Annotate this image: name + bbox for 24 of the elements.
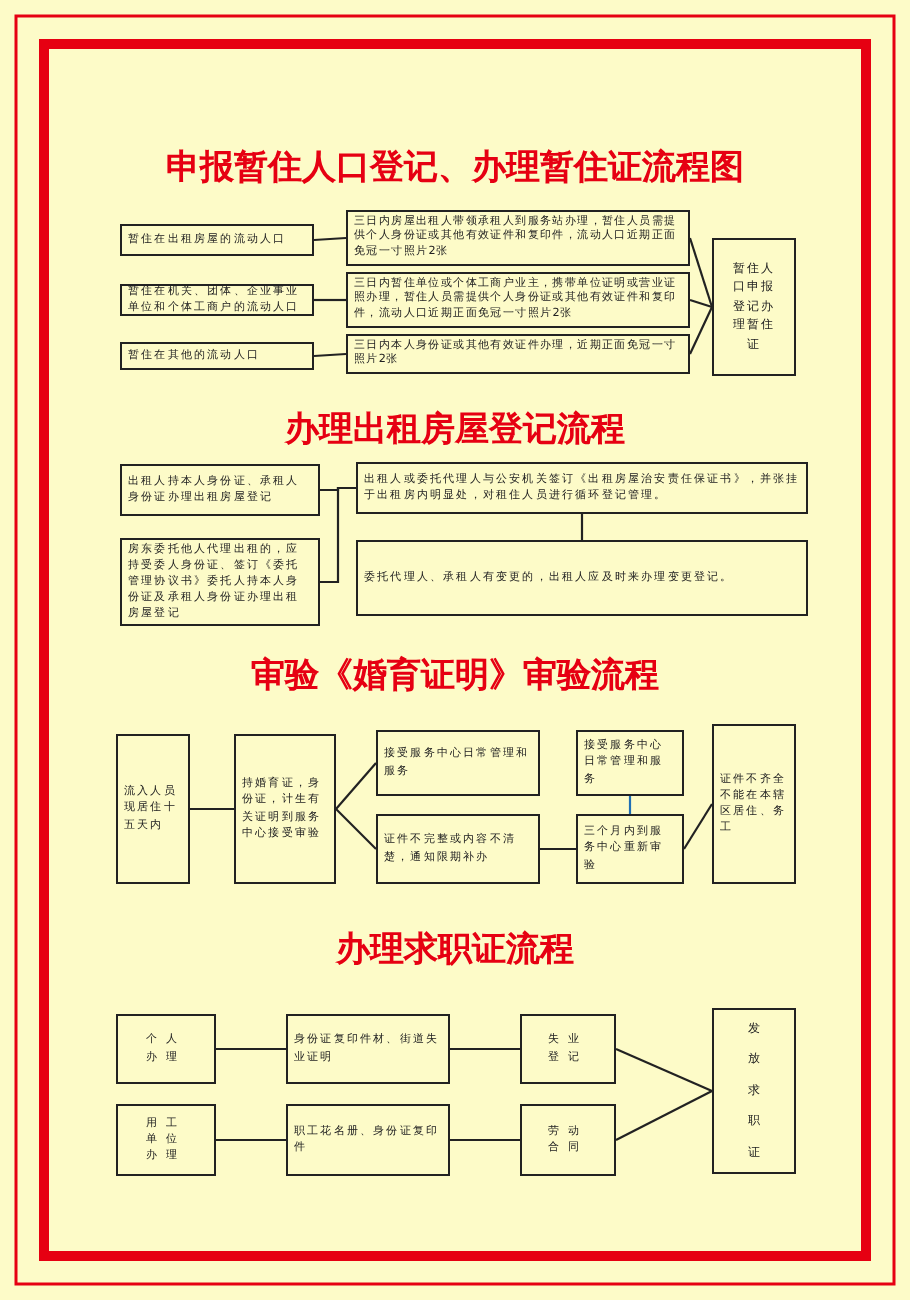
connector-line bbox=[216, 1047, 286, 1051]
connector-line bbox=[320, 486, 356, 584]
connector-line bbox=[190, 807, 234, 811]
connector-line bbox=[313, 236, 347, 242]
connector-line bbox=[335, 762, 377, 810]
connector-line bbox=[335, 808, 377, 850]
section-title: 办理求职证流程 bbox=[336, 928, 574, 972]
connector-line bbox=[450, 1138, 520, 1142]
connector-line bbox=[216, 1138, 286, 1142]
connector-line bbox=[540, 847, 576, 851]
connector-line bbox=[313, 352, 347, 358]
connector-line bbox=[314, 298, 346, 302]
section-title: 办理出租房屋登记流程 bbox=[285, 408, 625, 452]
section-title: 申报暂住人口登记、办理暂住证流程图 bbox=[166, 146, 744, 190]
connector-line bbox=[628, 796, 632, 814]
connector-line bbox=[615, 1090, 713, 1141]
section-title: 审验《婚育证明》审验流程 bbox=[251, 654, 659, 698]
connector-line bbox=[683, 803, 713, 850]
connector-line bbox=[688, 237, 714, 308]
connector-line bbox=[689, 306, 713, 355]
connector-line bbox=[580, 514, 584, 540]
connector-line bbox=[450, 1047, 520, 1051]
connector-line bbox=[615, 1048, 713, 1092]
connector-line bbox=[689, 298, 713, 309]
